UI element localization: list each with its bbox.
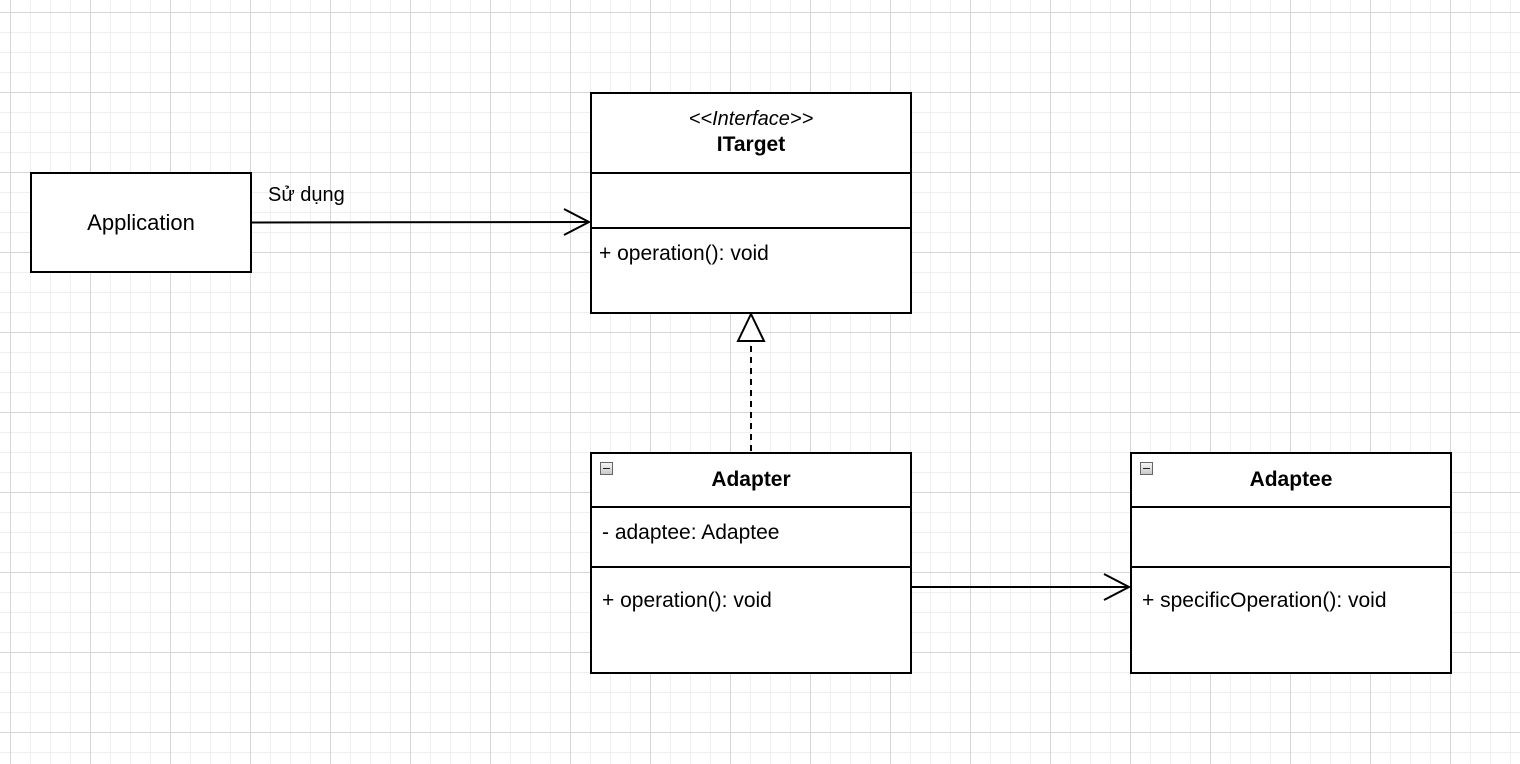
adaptee-methods: + specificOperation(): void xyxy=(1132,566,1450,672)
adapter-methods: + operation(): void xyxy=(592,566,910,672)
adapter-class[interactable]: Adapter - adaptee: Adaptee + operation()… xyxy=(590,452,912,674)
adapter-name: Adapter xyxy=(711,468,791,491)
itarget-name: ITarget xyxy=(716,133,786,156)
itarget-methods: + operation(): void xyxy=(592,227,910,312)
application-label: Application xyxy=(87,209,195,235)
adaptee-association-edge[interactable] xyxy=(912,573,1132,601)
realization-edge[interactable] xyxy=(736,311,766,451)
itarget-attributes xyxy=(592,172,910,227)
itarget-header: <<Interface>> ITarget xyxy=(592,94,910,172)
adaptee-attributes xyxy=(1132,506,1450,566)
adapter-header: Adapter xyxy=(592,454,910,506)
uses-association-edge[interactable] xyxy=(251,208,592,236)
adaptee-method: + specificOperation(): void xyxy=(1142,589,1387,612)
adaptee-name: Adaptee xyxy=(1249,468,1333,491)
adaptee-class[interactable]: Adaptee + specificOperation(): void xyxy=(1130,452,1452,674)
adapter-attribute: - adaptee: Adaptee xyxy=(602,521,780,544)
itarget-stereotype: <<Interface>> xyxy=(688,108,814,130)
collapse-icon[interactable] xyxy=(1140,462,1153,475)
adaptee-header: Adaptee xyxy=(1132,454,1450,506)
collapse-icon[interactable] xyxy=(600,462,613,475)
adapter-attributes: - adaptee: Adaptee xyxy=(592,506,910,566)
adapter-method: + operation(): void xyxy=(602,589,772,612)
itarget-method: + operation(): void xyxy=(599,242,769,265)
uses-edge-label: Sử dụng xyxy=(268,184,345,206)
application-box[interactable]: Application xyxy=(30,172,252,273)
